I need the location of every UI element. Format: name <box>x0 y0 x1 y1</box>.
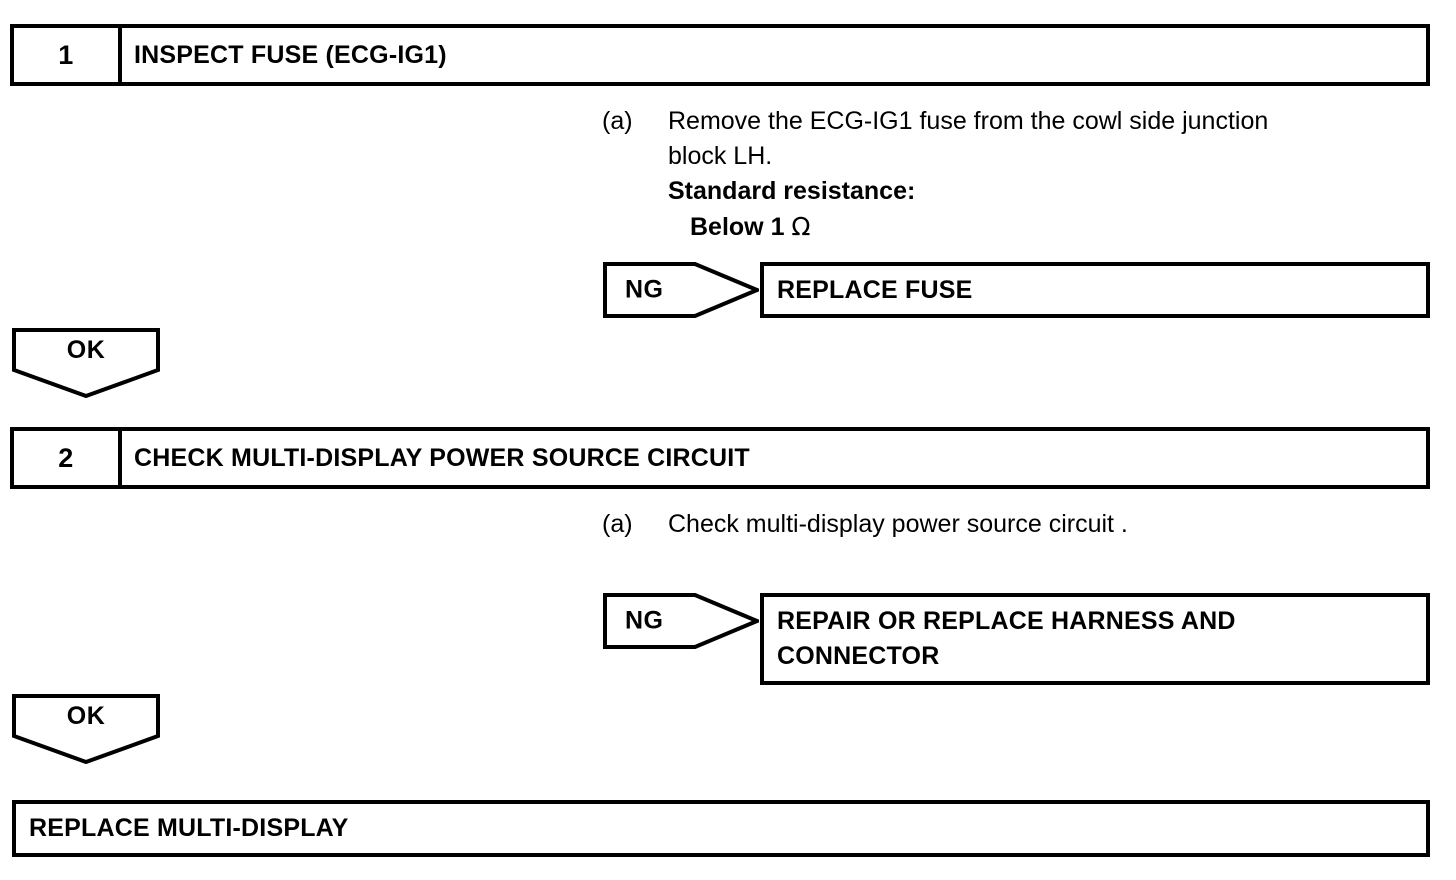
step-1-ng-result-line-1: REPLACE FUSE <box>777 275 973 304</box>
step-1-instruction-body: Remove the ECG-IG1 fuse from the cowl si… <box>668 104 1432 245</box>
step-1-instruction: (a) Remove the ECG-IG1 fuse from the cow… <box>602 104 1432 245</box>
step-2-ok-label: OK <box>66 702 106 730</box>
step-2-instruction-body: Check multi-display power source circuit… <box>668 507 1432 542</box>
step-2-ng-result-box: REPAIR OR REPLACE HARNESS AND CONNECTOR <box>760 593 1430 685</box>
final-action-box: REPLACE MULTI-DISPLAY <box>12 800 1430 857</box>
step-1-ok-label: OK <box>66 336 106 364</box>
ok-down-banner-icon <box>12 328 160 398</box>
step-2-ng-label: NG <box>625 606 664 635</box>
step-2-ng-result-text: REPAIR OR REPLACE HARNESS AND CONNECTOR <box>777 604 1236 674</box>
step-1-ng-result-text: REPLACE FUSE <box>777 273 972 308</box>
ohm-icon: Ω <box>791 212 811 241</box>
step-1-instruction-line-1: Remove the ECG-IG1 fuse from the cowl si… <box>668 107 1269 135</box>
step-2-instruction-line-1: Check multi-display power source circuit… <box>668 510 1128 538</box>
step-1-ok-arrow: OK <box>12 328 160 398</box>
step-1-instruction-marker: (a) <box>602 107 633 135</box>
step-1-ng-result-box: REPLACE FUSE <box>760 262 1430 318</box>
step-1-number: 1 <box>14 28 122 82</box>
step-1-standard-value-text: Below 1 <box>690 213 792 241</box>
step-1-ng-arrow: NG <box>603 262 759 318</box>
step-2-header-box: 2 CHECK MULTI-DISPLAY POWER SOURCE CIRCU… <box>10 427 1430 489</box>
final-action-text: REPLACE MULTI-DISPLAY <box>29 811 349 846</box>
step-1-title: INSPECT FUSE (ECG-IG1) <box>134 40 447 69</box>
step-1-instruction-line-2: block LH. <box>668 142 773 170</box>
ng-chevron-icon <box>603 593 759 649</box>
step-2-ng-arrow: NG <box>603 593 759 649</box>
step-2-instruction: (a) Check multi-display power source cir… <box>602 507 1432 542</box>
step-1-standard-label: Standard resistance: <box>668 177 916 205</box>
step-2-ng-result-line-1: REPAIR OR REPLACE HARNESS AND <box>777 607 1236 635</box>
step-2-title: CHECK MULTI-DISPLAY POWER SOURCE CIRCUIT <box>134 443 750 472</box>
ng-chevron-icon <box>603 262 759 318</box>
step-1-standard-value: Below 1 Ω <box>668 209 1432 245</box>
step-2-instruction-marker: (a) <box>602 510 633 538</box>
step-2-ok-arrow: OK <box>12 694 160 764</box>
step-2-ng-result-line-2: CONNECTOR <box>777 642 940 670</box>
step-1-header-box: 1 INSPECT FUSE (ECG-IG1) <box>10 24 1430 86</box>
final-action-label: REPLACE MULTI-DISPLAY <box>29 814 349 842</box>
step-2-number: 2 <box>14 431 122 485</box>
step-1-ng-label: NG <box>625 275 664 304</box>
ok-down-banner-icon <box>12 694 160 764</box>
